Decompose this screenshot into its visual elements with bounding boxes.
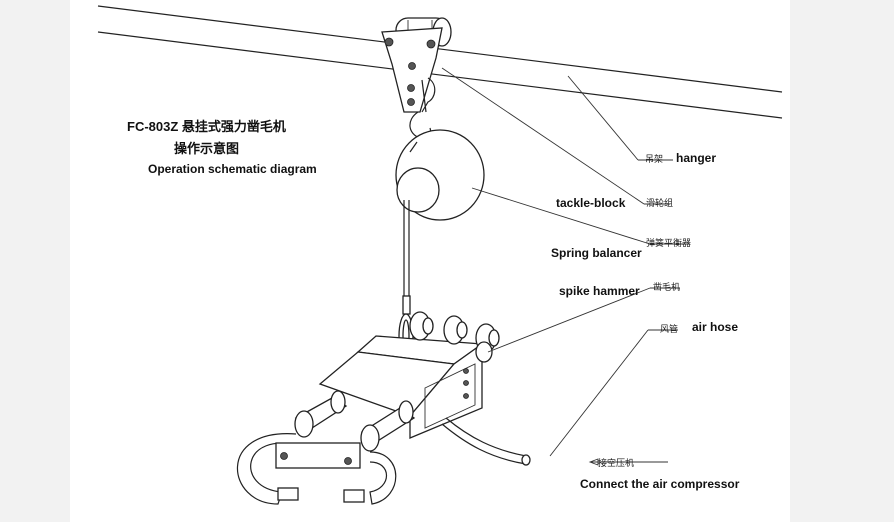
operation-schematic-drawing: [97, 5, 783, 505]
spring-balancer-label-en: Spring balancer: [551, 246, 642, 260]
hanger-plate: [381, 27, 443, 113]
top-rollers: [409, 311, 500, 363]
tackle-block-label-en: tackle-block: [556, 196, 626, 210]
air-compressor-label-en: Connect the air compressor: [580, 477, 740, 491]
air-hose-label-cn: 风管: [660, 324, 679, 334]
balancer-cable: [402, 200, 411, 315]
air-hose: [441, 417, 531, 466]
diagram-en-subtitle: Operation schematic diagram: [148, 162, 317, 176]
spike-hammer-label-en: spike hammer: [559, 284, 640, 298]
overhead-rail: [97, 5, 783, 119]
diagram-canvas: FC-803Z 悬挂式强力凿毛机 操作示意图 Operation schemat…: [70, 0, 790, 522]
bottom-rollers: [294, 390, 416, 452]
spring-balancer: [395, 129, 485, 221]
leader-lines: [441, 67, 690, 466]
hanger-label-en: hanger: [676, 151, 717, 165]
air-compressor-label-cn: 接空压机: [598, 458, 635, 468]
hanger-label-cn: 吊架: [645, 154, 664, 164]
diagram-cn-subtitle: 操作示意图: [174, 141, 240, 156]
diagram-title: FC-803Z 悬挂式强力凿毛机: [127, 119, 286, 134]
handle-bar: [236, 433, 397, 505]
air-hose-label-en: air hose: [692, 320, 739, 334]
spring-balancer-label-cn: 弹簧平衡器: [646, 238, 692, 248]
tackle-block-label-cn: 滑轮组: [646, 198, 674, 208]
spike-hammer-label-cn: 凿毛机: [653, 282, 681, 292]
